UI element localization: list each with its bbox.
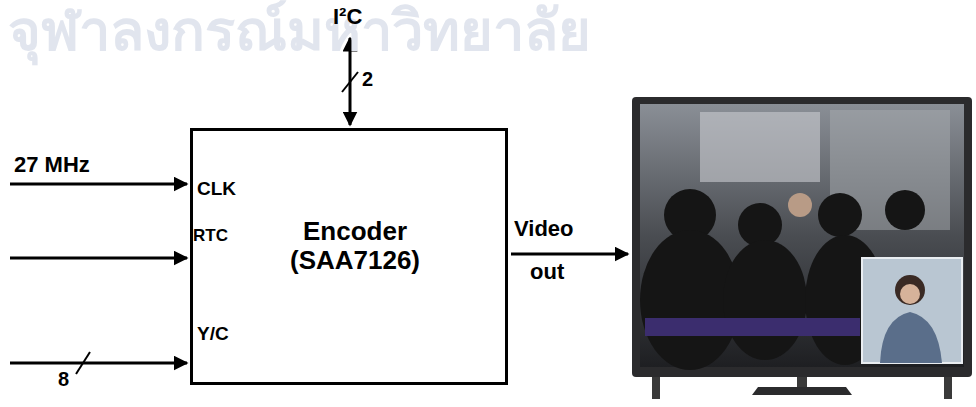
bus-slash	[342, 72, 358, 92]
encoder-box: Encoder (SAA7126)	[190, 128, 508, 385]
box-title: Encoder (SAA7126)	[255, 217, 455, 274]
pin-name: CLK	[197, 178, 236, 200]
tv-leg	[944, 377, 952, 399]
bus-width: 8	[58, 368, 69, 391]
pin-name: Y/C	[197, 323, 229, 345]
tv-illustration	[632, 97, 972, 399]
sign-inset	[862, 258, 962, 363]
scene-window	[700, 112, 820, 182]
bus-width: 2	[362, 68, 373, 91]
tv-neck	[797, 377, 807, 387]
signer-body	[880, 312, 942, 363]
tv-stand	[752, 387, 852, 395]
signal-name: Video	[514, 216, 574, 241]
signal-wires	[10, 38, 628, 374]
clk-wire	[10, 183, 187, 186]
bus-slash	[76, 352, 90, 374]
clock-frequency: 27 MHz	[14, 152, 90, 177]
tv-bezel	[632, 97, 972, 377]
signer-head	[895, 275, 925, 305]
bus-name: I²C	[333, 4, 362, 29]
signer-face	[900, 284, 920, 304]
caption-bar	[645, 318, 860, 336]
watermark: จุฬาลงกรณ์มหาวิทยาลัย	[8, 0, 591, 62]
rtc-wire	[10, 257, 187, 260]
signal-name: out	[530, 259, 564, 284]
video-wire	[511, 253, 628, 256]
pin-name: RTC	[193, 226, 228, 246]
yc-bus	[10, 362, 187, 365]
tv-leg	[652, 377, 660, 399]
scene-face	[788, 193, 812, 217]
